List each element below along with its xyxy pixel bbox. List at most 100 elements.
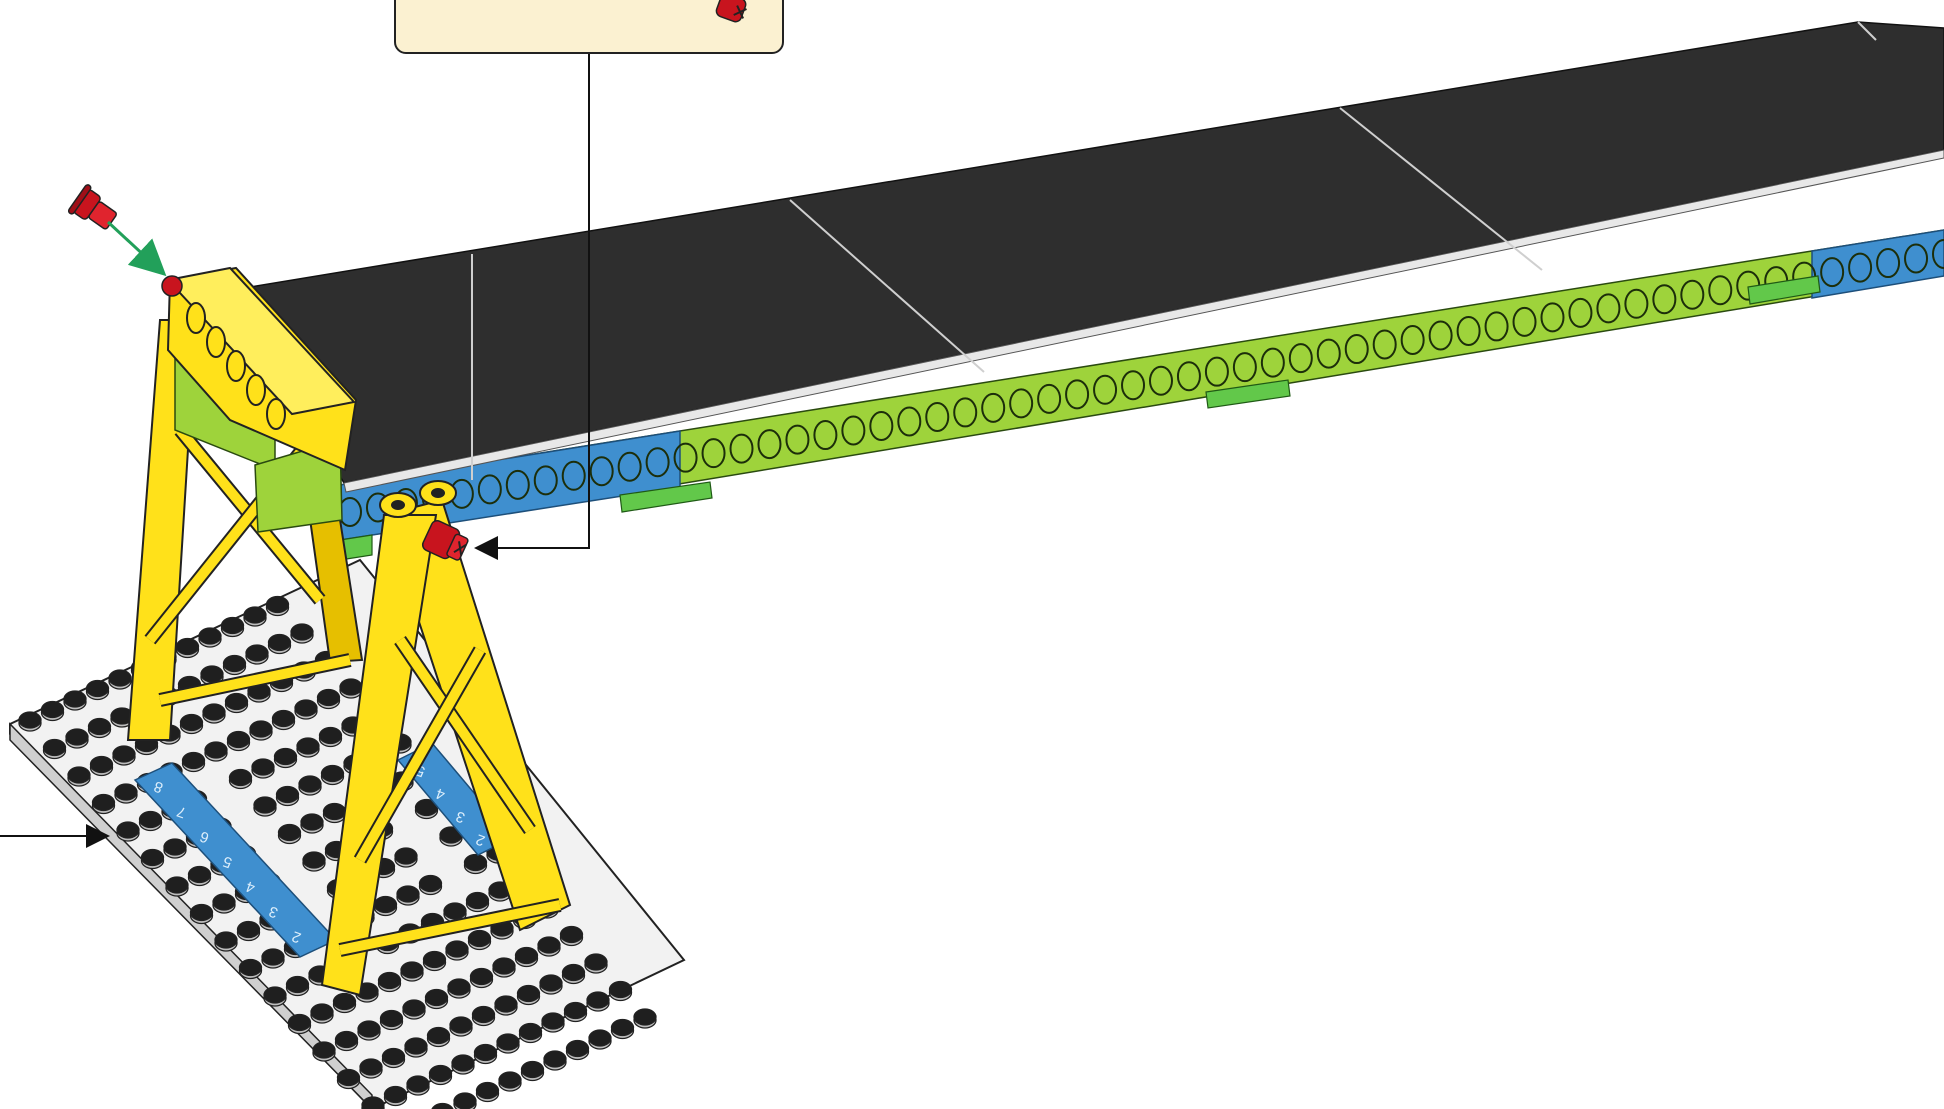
baseplate-stud (189, 867, 211, 883)
baseplate-stud (183, 753, 205, 769)
baseplate-stud (287, 977, 309, 993)
baseplate-stud (567, 1041, 589, 1057)
baseplate-stud (465, 855, 487, 871)
baseplate-stud (358, 1021, 380, 1037)
baseplate-stud (201, 666, 223, 682)
baseplate-stud (191, 905, 213, 921)
baseplate-stud (203, 704, 225, 720)
baseplate-stud (426, 990, 448, 1006)
baseplate-stud (520, 1024, 542, 1040)
baseplate-stud (262, 949, 284, 965)
baseplate-stud (240, 960, 262, 976)
baseplate-stud (66, 729, 88, 745)
baseplate-stud (522, 1062, 544, 1078)
baseplate-stud (238, 922, 260, 938)
baseplate-stud (544, 1051, 566, 1067)
baseplate-stud (493, 958, 515, 974)
baseplate-stud (407, 1076, 429, 1092)
baseplate-stud (362, 1097, 384, 1109)
baseplate-stud (246, 645, 268, 661)
baseplate-stud (563, 965, 585, 981)
baseplate-stud (275, 749, 297, 765)
baseplate-stud (113, 746, 135, 762)
baseplate-stud (565, 1003, 587, 1019)
baseplate-stud (610, 982, 632, 998)
baseplate-stud (269, 635, 291, 651)
baseplate-stud (226, 694, 248, 710)
baseplate-stud (432, 1104, 454, 1109)
baseplate-stud (44, 740, 66, 756)
baseplate-stud (115, 784, 137, 800)
baseplate-stud (446, 941, 468, 957)
baseplate-stud (495, 996, 517, 1012)
baseplate-stud (395, 848, 417, 864)
baseplate-stud (516, 948, 538, 964)
baseplate-stud (518, 986, 540, 1002)
baseplate-stud (444, 903, 466, 919)
baseplate-stud (634, 1009, 656, 1025)
baseplate-stud (585, 954, 607, 970)
baseplate-stud (117, 822, 139, 838)
baseplate-stud (375, 897, 397, 913)
baseplate-stud (91, 757, 113, 773)
baseplate-stud (340, 679, 362, 695)
baseplate-stud (428, 1028, 450, 1044)
baseplate-stud (381, 1011, 403, 1027)
baseplate-stud (89, 719, 111, 735)
baseplate-stud (499, 1072, 521, 1088)
baseplate-stud (164, 839, 186, 855)
baseplate-stud (140, 812, 162, 828)
baseplate-stud (469, 931, 491, 947)
baseplate-stud (68, 767, 90, 783)
baseplate-stud (311, 1004, 333, 1020)
baseplate-stud (318, 690, 340, 706)
baseplate-stud (450, 1017, 472, 1033)
baseplate-stud (301, 814, 323, 830)
baseplate-stud (205, 742, 227, 758)
baseplate-stud (538, 937, 560, 953)
yellow-beam-hole (267, 399, 285, 429)
baseplate-stud (93, 795, 115, 811)
baseplate-stud (589, 1030, 611, 1046)
baseplate-stud (612, 1020, 634, 1036)
baseplate-stud (454, 1093, 476, 1109)
yellow-beam-hole (187, 303, 205, 333)
baseplate-stud (473, 1007, 495, 1023)
green-insert-arrow-icon (108, 222, 162, 272)
baseplate-stud (475, 1045, 497, 1061)
baseplate-stud (448, 979, 470, 995)
baseplate-stud (299, 776, 321, 792)
baseplate-stud (230, 770, 252, 786)
baseplate-stud (264, 987, 286, 1003)
baseplate-stud (405, 1038, 427, 1054)
baseplate-stud (109, 670, 131, 686)
baseplate-stud (385, 1087, 407, 1103)
baseplate-stud (338, 1070, 360, 1086)
baseplate-stud (64, 691, 86, 707)
baseplate-stud (291, 624, 313, 640)
baseplate-stud (222, 618, 244, 634)
baseplate-stud (360, 1059, 382, 1075)
baseplate-stud (19, 712, 41, 728)
red-connector-peg-icon (715, 0, 750, 24)
baseplate-stud (199, 628, 221, 644)
baseplate-stud (322, 766, 344, 782)
baseplate-stud (420, 876, 442, 892)
baseplate-stud (250, 721, 272, 737)
baseplate-stud (561, 927, 583, 943)
baseplate-stud (303, 852, 325, 868)
baseplate-stud (403, 1000, 425, 1016)
baseplate-stud (587, 992, 609, 1008)
yellow-beam-hole (247, 375, 265, 405)
baseplate-stud (540, 975, 562, 991)
baseplate-stud (383, 1049, 405, 1065)
baseplate-stud (497, 1034, 519, 1050)
baseplate-stud (324, 804, 346, 820)
baseplate-stud (397, 886, 419, 902)
baseplate-stud (336, 1032, 358, 1048)
baseplate-stud (87, 681, 109, 697)
baseplate-stud (252, 759, 274, 775)
baseplate-stud (424, 952, 446, 968)
bridge-deck (232, 22, 1944, 492)
baseplate-stud (452, 1055, 474, 1071)
